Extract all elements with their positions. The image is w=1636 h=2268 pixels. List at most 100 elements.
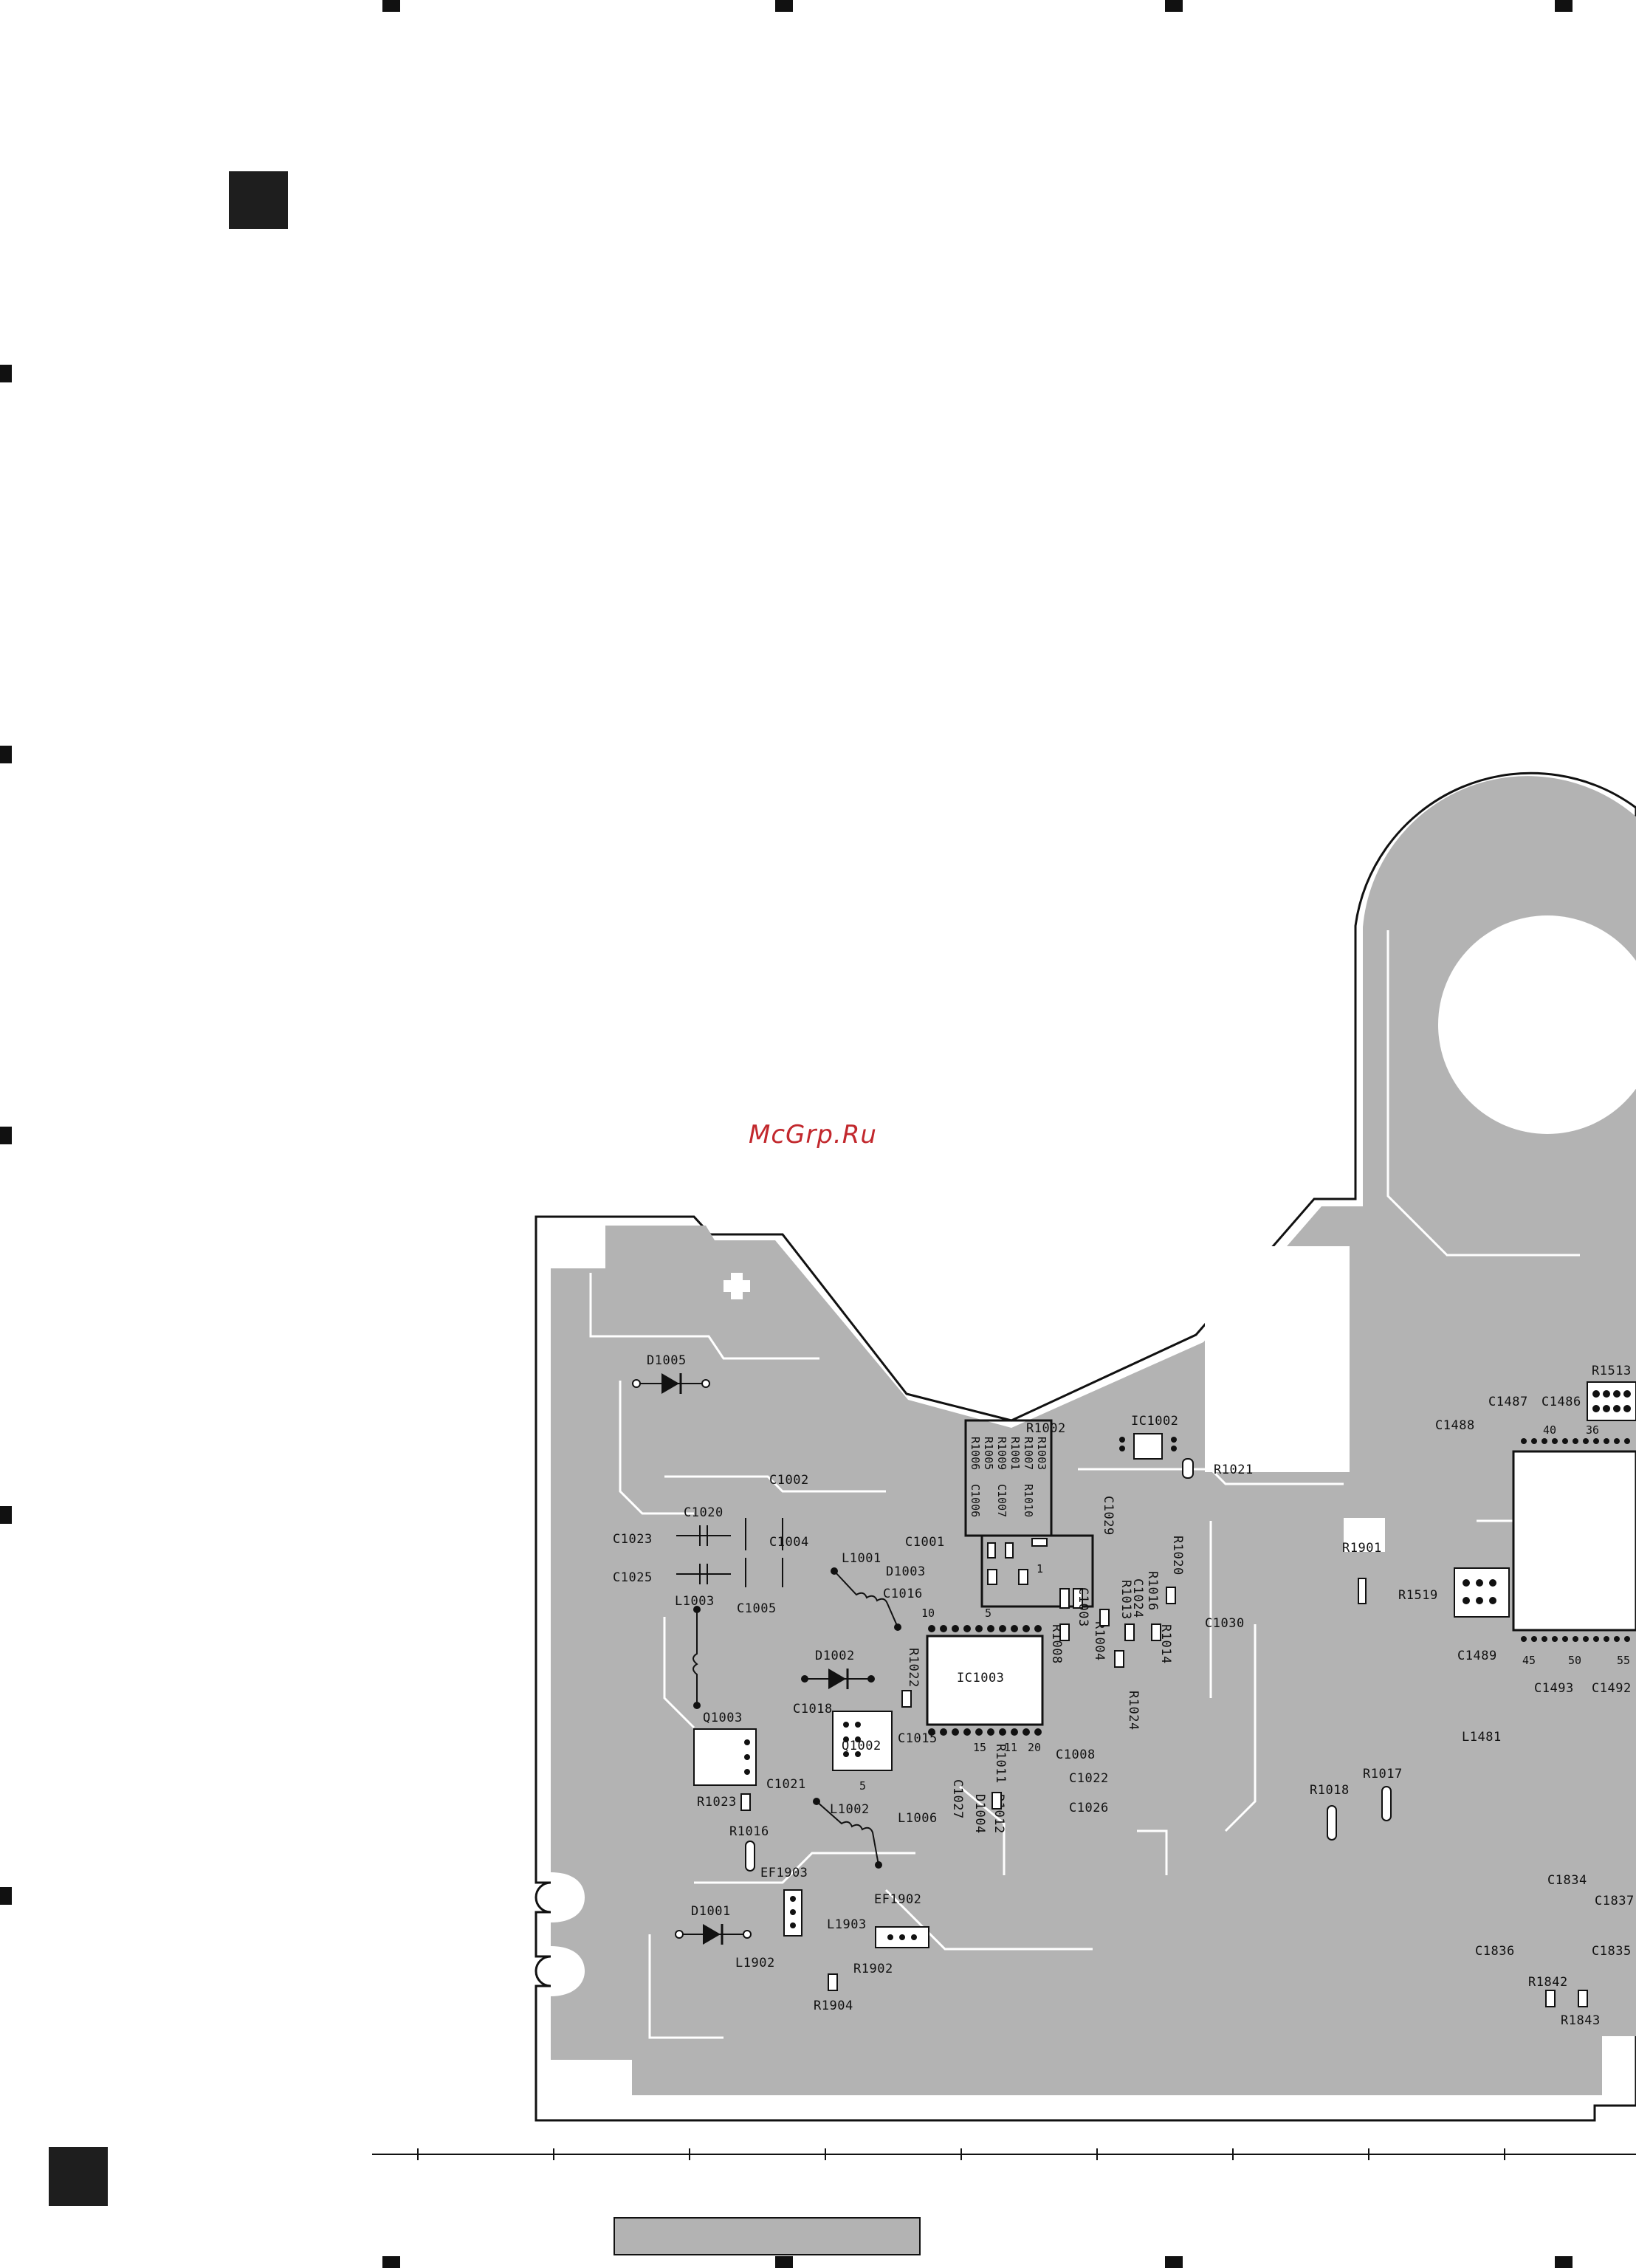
reg-mark-left-3 — [0, 1127, 12, 1144]
ic-right-connector-pins — [1592, 1390, 1631, 1412]
reg-mark-bottom-4 — [1555, 2256, 1573, 2268]
label-c1026: C1026 — [1069, 1801, 1109, 1815]
label-r1006: R1006 — [969, 1437, 982, 1470]
label-r1014: R1014 — [1158, 1624, 1173, 1664]
board-cutout-right — [1205, 1246, 1350, 1472]
label-c1015: C1015 — [898, 1731, 938, 1746]
bottom-ruler — [372, 2148, 1636, 2160]
section-marker-top — [229, 171, 288, 229]
label-c1007: C1007 — [995, 1484, 1008, 1517]
label-r1513: R1513 — [1592, 1364, 1632, 1378]
label-c1027: C1027 — [950, 1779, 965, 1819]
label-c1024: C1024 — [1130, 1578, 1145, 1618]
inductor-l1001: L1001 — [831, 1551, 901, 1631]
reg-mark-left-5 — [0, 1887, 12, 1905]
label-c1003: C1003 — [1076, 1587, 1090, 1627]
label-c1008: C1008 — [1056, 1748, 1096, 1762]
inductor-l1002: L1002 — [813, 1798, 882, 1869]
label-r1009: R1009 — [995, 1437, 1008, 1470]
transistor-q1002: Q1002 5 C1018 — [793, 1702, 893, 1793]
label-r1519: R1519 — [1398, 1588, 1438, 1603]
label-d1001: D1001 — [691, 1904, 731, 1919]
smd-pad-1 — [987, 1542, 996, 1559]
ic-right-main: R1513 C1487 C1486 C1488 40 36 45 50 55 C… — [1435, 1364, 1636, 1745]
q1002-body — [832, 1711, 893, 1771]
r1843-body — [1578, 1990, 1588, 2007]
r1904-body — [828, 1973, 838, 1991]
pin-label-10: 10 — [921, 1606, 935, 1620]
label-d1004: D1004 — [972, 1794, 987, 1834]
label-r1022: R1022 — [906, 1648, 921, 1688]
label-c1493: C1493 — [1534, 1681, 1574, 1696]
label-l1481: L1481 — [1462, 1730, 1502, 1745]
smd-pad-7 — [1018, 1569, 1028, 1585]
pin-label-5a: 5 — [985, 1606, 991, 1620]
reg-mark-top-1 — [382, 0, 400, 12]
pin-label-55: 55 — [1617, 1654, 1630, 1667]
label-r1023: R1023 — [697, 1795, 737, 1810]
label-r1842: R1842 — [1528, 1975, 1568, 1990]
r1901-body — [1358, 1578, 1367, 1604]
board-cutout-r1901 — [1344, 1518, 1385, 1552]
r1018-body — [1327, 1805, 1337, 1841]
label-r1002: R1002 — [1026, 1421, 1066, 1436]
ic-right-top-pins — [1521, 1438, 1630, 1444]
label-c1016: C1016 — [883, 1587, 923, 1601]
label-c1488: C1488 — [1435, 1418, 1475, 1433]
ic-right-bottom-pins — [1521, 1636, 1630, 1642]
ic1003-bottom-pins — [928, 1728, 1042, 1736]
transistor-q1003: Q1003 R1023 — [693, 1711, 757, 1811]
label-c1023: C1023 — [613, 1532, 653, 1547]
diode-d1002: D1002 — [801, 1649, 875, 1689]
label-c1025: C1025 — [613, 1570, 653, 1585]
label-l1003: L1003 — [675, 1594, 715, 1609]
pin-label-36: 36 — [1586, 1423, 1599, 1437]
smd-resistors-ic1003 — [901, 1587, 1176, 1810]
ef1902: EF1902 L1903 R1902 — [827, 1892, 929, 1976]
label-c1835: C1835 — [1592, 1944, 1632, 1959]
label-c1020: C1020 — [684, 1505, 724, 1520]
label-r1020: R1020 — [1170, 1536, 1185, 1575]
label-l1006: L1006 — [898, 1811, 938, 1826]
label-c1489: C1489 — [1457, 1649, 1497, 1663]
label-l1902: L1902 — [735, 1956, 775, 1970]
ic1003-body — [926, 1635, 1044, 1726]
reg-mark-bottom-3 — [1165, 2256, 1183, 2268]
label-r1024: R1024 — [1126, 1691, 1141, 1731]
watermark-text: McGrp.Ru — [749, 1120, 877, 1150]
section-marker-bottom — [49, 2147, 108, 2206]
label-r1843: R1843 — [1561, 2013, 1601, 2028]
r1016-body — [745, 1841, 755, 1872]
label-c1836: C1836 — [1475, 1944, 1515, 1959]
pin-label-50: 50 — [1568, 1654, 1581, 1667]
label-c1001: C1001 — [905, 1535, 945, 1550]
label-r1010: R1010 — [1022, 1484, 1035, 1517]
label-q1003: Q1003 — [703, 1711, 743, 1725]
r1023-body — [740, 1793, 751, 1811]
reg-mark-left-2 — [0, 746, 12, 763]
label-r1902: R1902 — [853, 1962, 893, 1976]
reg-mark-top-4 — [1555, 0, 1573, 12]
board-copper-area — [551, 776, 1636, 2095]
reg-mark-left-4 — [0, 1506, 12, 1524]
diode-d1005: D1005 — [632, 1353, 710, 1394]
r1842-body — [1545, 1990, 1556, 2007]
r1021-pad — [1182, 1458, 1194, 1479]
label-r1016: R1016 — [729, 1824, 769, 1839]
resistor-array-block: R1002 R1006 R1005 R1009 R1001 R1007 R100… — [964, 1419, 1094, 1609]
label-q1002: Q1002 — [842, 1739, 881, 1753]
label-r1001: R1001 — [1008, 1437, 1022, 1470]
label-r1004: R1004 — [1092, 1621, 1107, 1661]
reg-mark-bottom-2 — [775, 2256, 793, 2268]
ic1003: IC1003 10 15 20 11 5 — [921, 1606, 1044, 1754]
label-c1486: C1486 — [1542, 1395, 1581, 1409]
registration-marks — [0, 0, 1573, 2268]
reg-mark-top-2 — [775, 0, 793, 12]
ef1903: EF1903 R1016 L1902 R1904 — [729, 1824, 853, 2013]
label-c1021: C1021 — [766, 1777, 806, 1792]
label-l1001: L1001 — [842, 1551, 881, 1566]
inductor-l1003: L1003 — [675, 1594, 715, 1709]
label-c1002: C1002 — [769, 1473, 809, 1488]
label-ef1902: EF1902 — [874, 1892, 921, 1907]
